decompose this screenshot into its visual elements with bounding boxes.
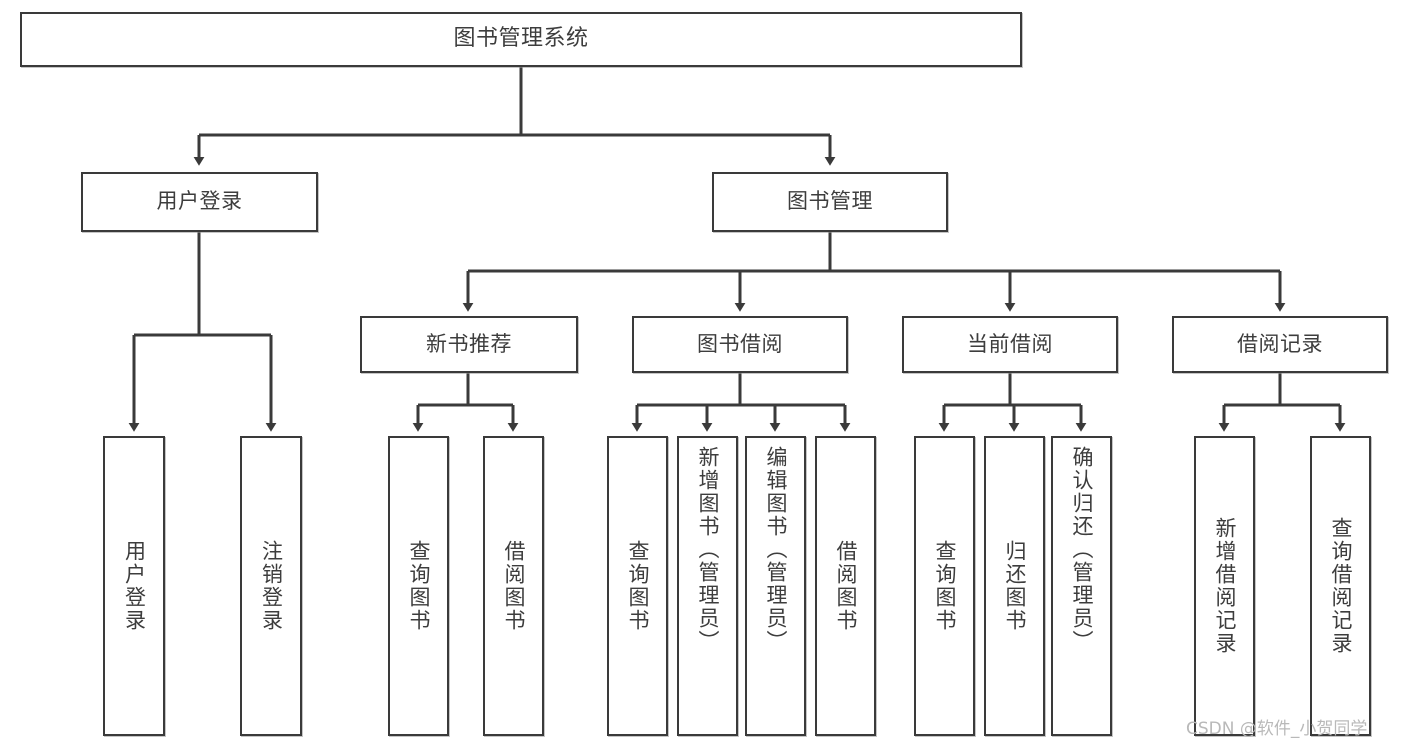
node-user-login-label: 用户登录 [156, 189, 243, 214]
node-leaf-edit-book-label: 编辑图书（管理员） [764, 446, 788, 653]
node-leaf-confirm-return[interactable]: 确认归还（管理员） [1051, 436, 1112, 736]
node-borrow-record-label: 借阅记录 [1237, 331, 1323, 356]
node-leaf-user-login[interactable]: 用户登录 [103, 436, 165, 736]
node-leaf-confirm-return-label: 确认归还（管理员） [1070, 446, 1094, 653]
node-current-borrow-label: 当前借阅 [967, 331, 1053, 356]
node-leaf-add-record[interactable]: 新增借阅记录 [1194, 436, 1255, 736]
node-book-borrow-label: 图书借阅 [697, 331, 783, 356]
node-leaf-query-book-b[interactable]: 查询图书 [607, 436, 668, 736]
node-leaf-add-book[interactable]: 新增图书（管理员） [677, 436, 738, 736]
node-leaf-query-book-b-label: 查询图书 [626, 540, 650, 632]
node-leaf-user-login-label: 用户登录 [122, 540, 147, 632]
node-leaf-query-book-a[interactable]: 查询图书 [388, 436, 449, 736]
node-leaf-query-book-c-label: 查询图书 [933, 540, 957, 632]
node-book-manage-label: 图书管理 [787, 189, 873, 214]
node-leaf-add-record-label: 新增借阅记录 [1213, 517, 1237, 655]
node-leaf-add-book-label: 新增图书（管理员） [696, 446, 720, 653]
node-leaf-borrow-book-a[interactable]: 借阅图书 [483, 436, 544, 736]
node-leaf-borrow-book-b-label: 借阅图书 [834, 540, 858, 632]
node-user-login[interactable]: 用户登录 [81, 172, 318, 232]
node-leaf-query-book-c[interactable]: 查询图书 [914, 436, 975, 736]
node-leaf-return-book[interactable]: 归还图书 [984, 436, 1045, 736]
node-leaf-logout-label: 注销登录 [259, 540, 284, 632]
node-leaf-query-record-label: 查询借阅记录 [1329, 517, 1353, 655]
watermark: CSDN @软件_小贺同学 [1186, 719, 1368, 739]
node-root[interactable]: 图书管理系统 [20, 12, 1022, 67]
node-root-label: 图书管理系统 [453, 26, 589, 52]
node-new-book-rec-label: 新书推荐 [426, 331, 512, 356]
node-leaf-logout[interactable]: 注销登录 [240, 436, 302, 736]
node-leaf-edit-book[interactable]: 编辑图书（管理员） [745, 436, 806, 736]
node-leaf-query-record[interactable]: 查询借阅记录 [1310, 436, 1371, 736]
node-new-book-rec[interactable]: 新书推荐 [360, 316, 578, 373]
node-leaf-borrow-book-b[interactable]: 借阅图书 [815, 436, 876, 736]
node-borrow-record[interactable]: 借阅记录 [1172, 316, 1388, 373]
node-current-borrow[interactable]: 当前借阅 [902, 316, 1118, 373]
node-leaf-query-book-a-label: 查询图书 [407, 540, 431, 632]
node-book-manage[interactable]: 图书管理 [712, 172, 948, 232]
node-leaf-borrow-book-a-label: 借阅图书 [502, 540, 526, 632]
node-leaf-return-book-label: 归还图书 [1003, 540, 1027, 632]
node-book-borrow[interactable]: 图书借阅 [632, 316, 848, 373]
